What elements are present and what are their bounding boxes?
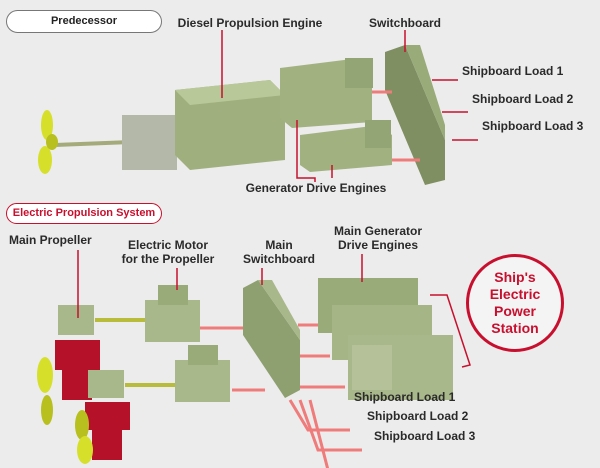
label-diesel-propulsion-engine: Diesel Propulsion Engine [177, 16, 323, 30]
predecessor-cables [372, 90, 420, 162]
power-station-line4: Station [491, 320, 539, 336]
label-switchboard: Switchboard [368, 16, 442, 30]
predecessor-switchboard [385, 45, 445, 185]
predecessor-leader-lines [221, 30, 478, 182]
label-generator-drive-engines: Generator Drive Engines [245, 181, 387, 195]
label-bottom-load-2: Shipboard Load 2 [367, 409, 469, 423]
label-top-load-3: Shipboard Load 3 [482, 119, 584, 133]
generator-drive-engine-2 [300, 120, 392, 172]
label-main-generator-line2: Drive Engines [337, 238, 419, 252]
label-main-switchboard-line1: Main [265, 238, 293, 252]
predecessor-title: Predecessor [6, 10, 162, 33]
electric-motor-1 [145, 285, 200, 342]
label-main-generator-line1: Main Generator [333, 224, 423, 238]
label-electric-motor-line2: for the Propeller [121, 252, 215, 266]
label-top-load-2: Shipboard Load 2 [472, 92, 574, 106]
electric-motor-2 [175, 345, 230, 402]
main-propeller-pod-2 [75, 370, 175, 464]
label-top-load-1: Shipboard Load 1 [462, 64, 564, 78]
label-main-generator-drive-engines: Main Generator Drive Engines [334, 224, 422, 252]
predecessor-propeller-icon [38, 110, 131, 174]
label-main-switchboard-line2: Switchboard [242, 252, 316, 266]
electric-propulsion-title: Electric Propulsion System [6, 203, 162, 224]
label-bottom-load-1: Shipboard Load 1 [354, 390, 456, 404]
electric-cables [200, 323, 362, 468]
label-electric-motor-line1: Electric Motor [127, 238, 208, 252]
power-station-line2: Electric [489, 286, 541, 302]
power-station-line1: Ship's [494, 269, 536, 285]
power-station-line3: Power [493, 303, 536, 319]
diesel-propulsion-engine [122, 80, 285, 170]
generator-drive-engine-1 [280, 58, 373, 128]
electric-leader-lines [77, 250, 471, 368]
label-bottom-load-3: Shipboard Load 3 [374, 429, 476, 443]
label-main-propeller: Main Propeller [9, 233, 92, 247]
label-electric-motor: Electric Motor for the Propeller [122, 238, 215, 266]
label-main-switchboard: Main Switchboard [243, 238, 315, 266]
main-switchboard [243, 280, 300, 398]
main-generator-drive-engines [318, 278, 453, 400]
ships-electric-power-station-badge: Ship's Electric Power Station [466, 254, 564, 352]
